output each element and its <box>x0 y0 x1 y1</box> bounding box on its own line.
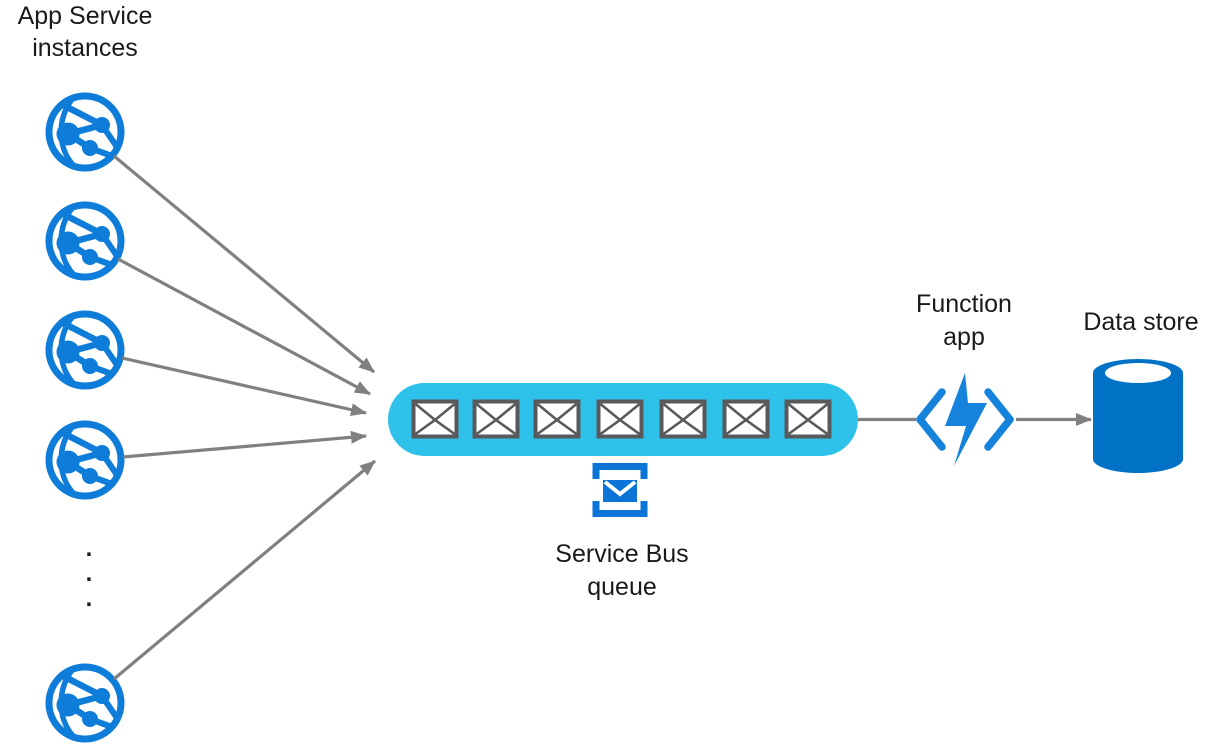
data-store-icon <box>1093 359 1183 473</box>
arrow-instance3-to-queue <box>121 356 367 417</box>
arrow-instance5-to-queue <box>112 459 377 681</box>
arrow-instance1-to-queue <box>112 154 376 374</box>
message-envelope-icon <box>722 399 770 439</box>
code-bracket-left-icon <box>916 388 946 451</box>
app-service-icon <box>49 667 121 739</box>
ellipsis-dot: . <box>85 560 93 587</box>
code-bracket-right-icon <box>984 388 1014 451</box>
app-service-label-line1: App Service <box>17 2 153 30</box>
app-service-icon <box>49 96 121 168</box>
data-store-label: Data store <box>1066 306 1216 339</box>
database-cylinder-icon <box>1093 359 1183 473</box>
message-envelope-icon <box>784 399 832 439</box>
message-envelope-icon <box>533 399 581 439</box>
function-app-label: Function app <box>889 288 1039 354</box>
more-instances-ellipsis: . . . <box>78 536 100 611</box>
app-service-icon <box>49 205 121 277</box>
function-app-icon <box>916 373 1014 466</box>
database-cylinder-top <box>1105 363 1171 383</box>
service-bus-label-line2: queue <box>587 573 657 601</box>
ellipsis-dot: . <box>85 585 93 612</box>
app-service-icon <box>49 424 121 496</box>
arrow-instance2-to-queue <box>117 257 371 396</box>
message-envelope-icon <box>596 399 644 439</box>
message-envelope-icon <box>472 399 520 439</box>
app-service-label-line2: instances <box>32 34 138 62</box>
message-envelope-icon <box>659 399 707 439</box>
service-bus-label: Service Bus queue <box>522 538 722 604</box>
function-app-label-line1: Function <box>916 290 1012 318</box>
app-service-label: App Service instances <box>0 0 170 64</box>
data-store-label-line1: Data store <box>1083 308 1199 336</box>
arrow-instance4-to-queue <box>122 430 367 459</box>
ellipsis-dot: . <box>85 535 93 562</box>
message-envelope-icon <box>411 399 459 439</box>
service-bus-icon <box>596 467 644 514</box>
lightning-bolt-icon <box>945 373 987 466</box>
app-service-icon <box>49 314 121 386</box>
service-bus-label-line1: Service Bus <box>555 540 689 568</box>
function-app-label-line2: app <box>943 323 985 351</box>
